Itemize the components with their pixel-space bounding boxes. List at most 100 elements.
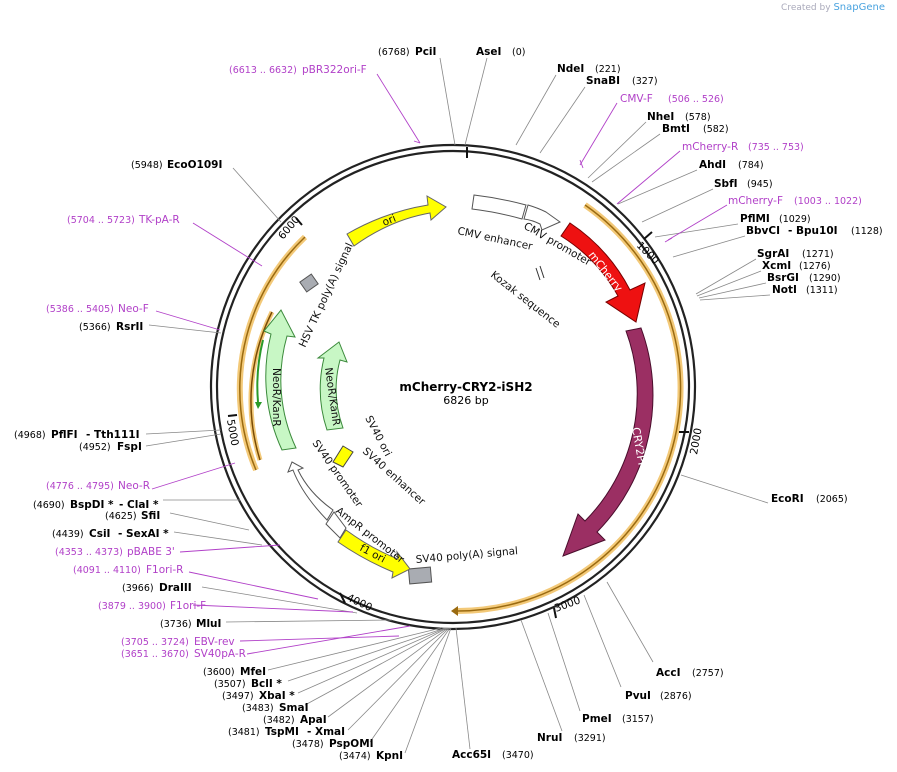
svg-text:(3651 .. 3670): (3651 .. 3670) (121, 649, 189, 660)
svg-text:(945): (945) (747, 179, 773, 190)
svg-text:(3736): (3736) (160, 619, 192, 630)
svg-text:- Tth111I: - Tth111I (86, 429, 140, 441)
enzyme-fspi[interactable]: FspI (117, 441, 142, 453)
svg-text:(3482): (3482) (263, 715, 295, 726)
primer-labels: (6613 .. 6632) pBR322ori-F CMV-F (506 ..… (46, 64, 862, 660)
mcherry-arrow (560, 222, 646, 323)
svg-text:(3481): (3481) (228, 727, 260, 738)
primer-pbabe-3[interactable]: pBABE 3' (127, 546, 175, 558)
enzyme-pcii[interactable]: PciI (415, 46, 436, 58)
snapgene-logo: SnapGene (833, 2, 885, 13)
enzyme-sgrai[interactable]: SgrAI (757, 248, 789, 260)
enzyme-bspdi[interactable]: BspDI * (70, 499, 114, 511)
primer-sv40pa-r[interactable]: SV40pA-R (194, 648, 246, 660)
svg-text:(5704 .. 5723): (5704 .. 5723) (67, 215, 135, 226)
enzyme-ecoo109i[interactable]: EcoO109I (167, 159, 222, 171)
svg-text:(5366): (5366) (79, 322, 111, 333)
enzyme-pvui[interactable]: PvuI (625, 690, 651, 702)
hsv-tk-polya-box (299, 273, 319, 293)
watermark-prefix: Created by (781, 3, 831, 13)
enzyme-kpni[interactable]: KpnI (376, 750, 403, 762)
svg-text:- ClaI *: - ClaI * (119, 499, 159, 511)
enzyme-nrui[interactable]: NruI (537, 732, 562, 744)
primer-f1ori-f[interactable]: F1ori-F (170, 600, 206, 612)
svg-text:(1003 .. 1022): (1003 .. 1022) (794, 196, 862, 207)
enzyme-pspomi[interactable]: PspOMI (329, 738, 374, 750)
sv40-polya-label: SV40 poly(A) signal (415, 545, 518, 566)
svg-text:(5948): (5948) (131, 160, 163, 171)
enzyme-pflfi[interactable]: PflFI (51, 429, 78, 441)
orf-arc-main-line (457, 204, 682, 612)
enzyme-apai[interactable]: ApaI (300, 714, 327, 726)
svg-text:(3470): (3470) (502, 750, 534, 761)
enzyme-mlui[interactable]: MluI (196, 618, 221, 630)
primer-f1ori-r[interactable]: F1ori-R (146, 564, 183, 576)
hsv-tk-polya-label: HSV TK poly(A) signal (297, 241, 356, 349)
enzyme-xbai[interactable]: XbaI * (259, 690, 295, 702)
svg-text:(578): (578) (685, 112, 711, 123)
enzyme-ecori[interactable]: EcoRI (771, 493, 804, 505)
primer-neo-r[interactable]: Neo-R (118, 480, 150, 492)
svg-text:(6768): (6768) (378, 47, 410, 58)
kozak-label: Kozak sequence (488, 269, 562, 331)
f1-ori-arrow (337, 529, 411, 579)
enzyme-acci[interactable]: AccI (656, 667, 680, 679)
enzyme-ahdi[interactable]: AhdI (699, 159, 726, 171)
enzyme-mfei[interactable]: MfeI (240, 666, 266, 678)
svg-text:(3600): (3600) (203, 667, 235, 678)
primer-cmv-f[interactable]: CMV-F (620, 93, 653, 105)
tick-3000: 3000 (553, 594, 582, 614)
neokanr-inner-arrow (316, 341, 348, 431)
svg-text:(784): (784) (738, 160, 764, 171)
enzyme-acc65i[interactable]: Acc65I (452, 749, 491, 761)
enzyme-bbvci[interactable]: BbvCI (746, 225, 780, 237)
svg-text:(3497): (3497) (222, 691, 254, 702)
enzyme-csii[interactable]: CsiI (89, 528, 110, 540)
svg-text:(3507): (3507) (214, 679, 246, 690)
enzyme-smai[interactable]: SmaI (279, 702, 309, 714)
enzyme-bmti[interactable]: BmtI (662, 123, 690, 135)
enzyme-nhei[interactable]: NheI (647, 111, 674, 123)
enzyme-labels-left: (6768) PciI (5948) EcoO109I (5366) RsrII… (14, 46, 436, 762)
sv40-polya-box (407, 566, 433, 585)
enzyme-pflmi[interactable]: PflMI (740, 213, 770, 225)
svg-text:(4625): (4625) (105, 511, 137, 522)
cry2phr-arrow (562, 327, 654, 557)
enzyme-pmei[interactable]: PmeI (582, 713, 612, 725)
neokanr-outer-label: NeoR/KanR (270, 368, 282, 427)
green-orf (256, 339, 264, 403)
ori-arrow (346, 195, 447, 247)
enzyme-ndei[interactable]: NdeI (557, 63, 584, 75)
enzyme-sbfi[interactable]: SbfI (714, 178, 738, 190)
enzyme-rsrii[interactable]: RsrII (116, 321, 143, 333)
primer-ebv-rev[interactable]: EBV-rev (194, 636, 235, 648)
enzyme-sfii[interactable]: SfiI (141, 510, 160, 522)
backbone-outer (209, 143, 697, 631)
enzyme-asei[interactable]: AseI (476, 46, 501, 58)
primer-lines (151, 73, 728, 655)
enzyme-bsrgi[interactable]: BsrGI (767, 272, 799, 284)
enzyme-xcmi[interactable]: XcmI (762, 260, 791, 272)
enzyme-bcli[interactable]: BclI * (251, 678, 282, 690)
enzyme-tspmi[interactable]: TspMI (265, 726, 299, 738)
primer-mcherry-f[interactable]: mCherry-F (728, 195, 783, 207)
svg-text:- SexAI *: - SexAI * (118, 528, 169, 540)
svg-text:(3291): (3291) (574, 733, 606, 744)
svg-text:(3966): (3966) (122, 583, 154, 594)
tick-5000: 5000 (224, 418, 240, 446)
primer-pbr322ori-f[interactable]: pBR322ori-F (302, 64, 367, 76)
svg-text:(6613 .. 6632): (6613 .. 6632) (229, 65, 297, 76)
enzyme-draiii[interactable]: DraIII (159, 582, 192, 594)
enzyme-noti[interactable]: NotI (772, 284, 797, 296)
svg-text:(4353 .. 4373): (4353 .. 4373) (55, 547, 123, 558)
svg-text:(1271): (1271) (802, 249, 834, 260)
enzyme-labels-right: AseI (0) NdeI (221) SnaBI (327) NheI (57… (452, 46, 883, 761)
enzyme-snabi[interactable]: SnaBI (586, 75, 620, 87)
primer-mcherry-r[interactable]: mCherry-R (682, 141, 738, 153)
primer-neo-f[interactable]: Neo-F (118, 303, 149, 315)
svg-text:(3879 .. 3900): (3879 .. 3900) (98, 601, 166, 612)
primer-tk-pa-r[interactable]: TK-pA-R (138, 214, 180, 226)
svg-text:(1290): (1290) (809, 273, 841, 284)
ampr-promoter-arrow (325, 511, 347, 539)
